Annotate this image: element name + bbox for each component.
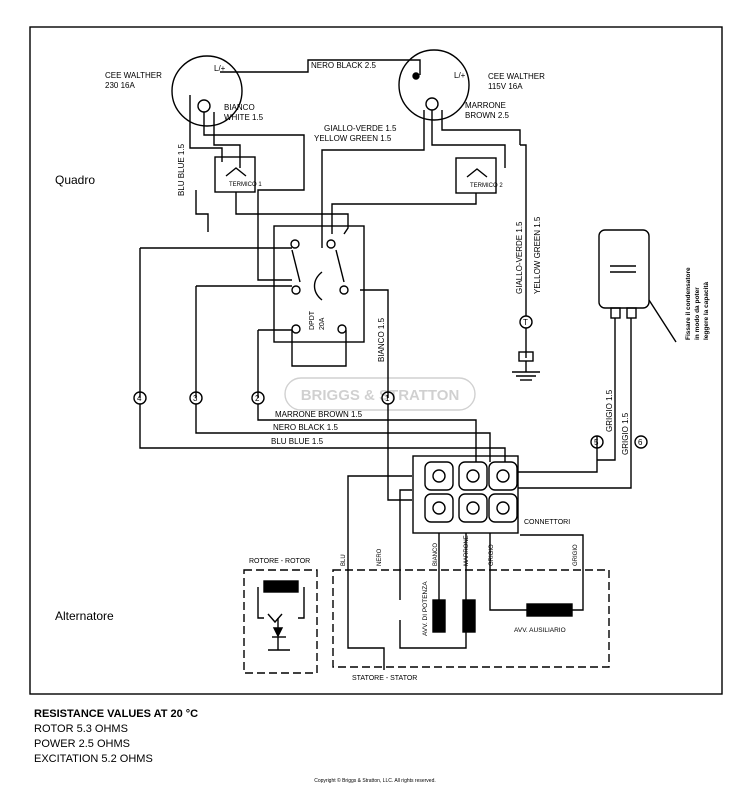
stator-lead-blu: BLU (341, 554, 347, 566)
terminal-6-label: 6 (638, 438, 643, 447)
stator-lead-grigio-2: GRIGIO (573, 544, 579, 566)
copyright: Copyright © Briggs & Stratton, LLC. All … (314, 778, 436, 784)
capacitor (598, 229, 650, 309)
wire-label-white: WHITE 1.5 (224, 113, 264, 122)
thermal-breaker-1 (214, 156, 256, 193)
outlet-115v (398, 49, 470, 121)
resistance-heading: RESISTANCE VALUES AT 20 °C (34, 708, 199, 720)
connector-label: CONNETTORI (524, 519, 570, 526)
terminal-4-label: 4 (137, 394, 142, 403)
outlet-2-label-2: 115V 16A (488, 82, 523, 91)
outlet-1-label-2: 230 16A (105, 81, 135, 90)
terminal-3-label: 3 (193, 394, 198, 403)
panel-label: Quadro (55, 173, 95, 187)
aux-winding-label: AVV. AUSILIARIO (514, 627, 566, 634)
wire-label-brown: BROWN 2.5 (465, 111, 510, 120)
capacitor-note-3: leggere la capacità (703, 281, 710, 340)
capacitor-note-2: in modo da poter (694, 287, 701, 340)
wire-label-marrone-brown-h: MARRONE BROWN 1.5 (275, 410, 363, 419)
wire-label-grigio-2: GRIGIO 1.5 (621, 412, 630, 455)
resistance-excitation: EXCITATION 5.2 OHMS (34, 753, 153, 765)
stator-lead-grigio-1: GRIGIO (489, 544, 495, 566)
capacitor-note-1: Fissare il condensatore (685, 267, 692, 340)
alternator-label: Alternatore (55, 609, 114, 623)
outlet-1-pin: L/+ (214, 64, 226, 73)
wire-label-giallo-verde-h: GIALLO-VERDE 1.5 (324, 124, 397, 133)
wire-label-yellow-green-h: YELLOW GREEN 1.5 (314, 134, 392, 143)
watermark-text: BRIGGS & STRATTON (301, 387, 460, 404)
outlet-230v (171, 55, 243, 127)
resistance-rotor: ROTOR 5.3 OHMS (34, 723, 128, 735)
resistance-power: POWER 2.5 OHMS (34, 738, 130, 750)
thermal-1-label: TERMICO 1 (229, 182, 262, 188)
wire-label-bianco: BIANCO (224, 103, 255, 112)
resistance-notes: RESISTANCE VALUES AT 20 °C ROTOR 5.3 OHM… (34, 707, 198, 767)
wire-label-grigio-1: GRIGIO 1.5 (605, 389, 614, 432)
power-winding-label: AVV. DI POTENZA (422, 581, 429, 636)
wire-label-giallo-verde-v: GIALLO-VERDE 1.5 (515, 221, 524, 294)
outlet-2-pin: L/+ (454, 71, 466, 80)
switch-label-1: DPDT (309, 310, 316, 330)
wire-label-nero-black-top: NERO BLACK 2.5 (311, 61, 376, 70)
power-winding-2 (462, 599, 476, 633)
terminal-5-label: 5 (594, 438, 599, 447)
thermal-2-label: TERMICO 2 (470, 183, 503, 189)
wire-label-marrone: MARRONE (465, 101, 506, 110)
diagram-frame (29, 26, 723, 695)
power-winding-1 (432, 599, 446, 633)
wire-label-blu-blue-h: BLU BLUE 1.5 (271, 437, 324, 446)
wire-label-bianco-v: BIANCO 1.5 (377, 317, 386, 362)
terminal-2-label: 2 (255, 394, 260, 403)
wire-label-blu-blue-v: BLU BLUE 1.5 (177, 143, 186, 196)
rotor-box (243, 569, 318, 674)
stator-lead-nero: NERO (377, 548, 383, 566)
wire-label-yellow-green-v: YELLOW GREEN 1.5 (533, 216, 542, 294)
wire-label-nero-black-h: NERO BLACK 1.5 (273, 423, 338, 432)
terminal-1-label: 1 (385, 394, 390, 403)
stator-lead-marrone: MARRONE (464, 535, 470, 566)
rotor-label: ROTORE - ROTOR (249, 558, 310, 565)
stator-box (332, 569, 610, 668)
dpdt-switch (273, 225, 365, 343)
terminal-6 (634, 435, 648, 449)
outlet-1-label-1: CEE WALTHER (105, 71, 162, 80)
switch-label-2: 20A (319, 317, 326, 330)
stator-label: STATORE - STATOR (352, 675, 417, 682)
outlet-2-label-1: CEE WALTHER (488, 72, 545, 81)
aux-winding (526, 603, 573, 617)
terminal-t-label: T (523, 318, 528, 327)
watermark: BRIGGS & STRATTON (284, 377, 476, 411)
stator-lead-bianco: BIANCO (433, 543, 439, 566)
